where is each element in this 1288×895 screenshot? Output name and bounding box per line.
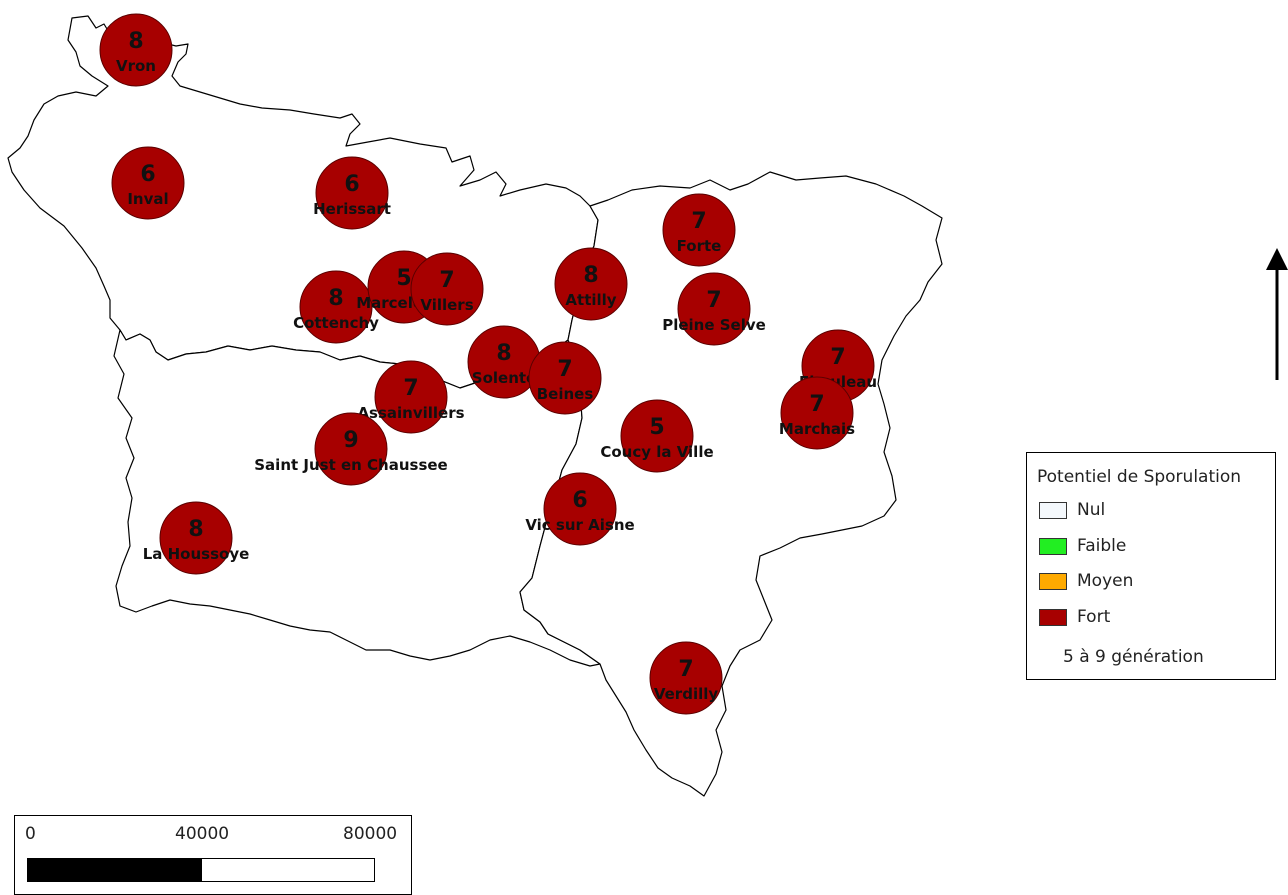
marker-value: 8 [583,263,598,288]
marker-label: Verdilly [654,685,719,703]
marker-value: 7 [557,357,572,382]
legend-item-nul: Nul [1039,499,1105,521]
legend-label: Moyen [1077,571,1134,591]
marker-label: Forte [677,237,722,255]
legend-note: 5 à 9 génération [1063,647,1204,667]
marker-value: 8 [188,517,203,542]
marker-value: 8 [128,29,143,54]
legend-label: Nul [1077,500,1106,520]
marker-label: Beines [537,385,594,403]
marker-label: Villers [420,296,473,314]
marker-circle [314,412,388,486]
marker-circle [662,193,736,267]
marker-circle [649,641,723,715]
marker-circle [543,472,617,546]
marker-value: 8 [328,286,343,311]
marker-label: Saint Just en Chaussee [254,456,447,474]
marker-label: Marchais [779,420,855,438]
marker-circle [111,146,185,220]
marker-label: Herissart [313,200,391,218]
scale-segment-black [27,858,201,882]
north-arrow-icon [1266,248,1288,380]
scale-label-0: 0 [25,824,36,844]
marker-label: La Houssoye [143,545,250,563]
legend-swatch-nul [1039,501,1067,519]
marker-value: 7 [691,209,706,234]
marker-la-houssoye: 8 La Houssoye [143,501,250,575]
marker-circle [780,376,854,450]
scale-segment-white [201,858,375,882]
marker-label: Solente [472,369,536,387]
legend-item-moyen: Moyen [1039,570,1133,592]
marker-label: Coucy la Ville [600,443,713,461]
marker-value: 5 [649,415,664,440]
marker-circle [299,270,373,344]
marker-label: Attilly [565,291,616,309]
marker-circle [374,360,448,434]
marker-circle [315,156,389,230]
legend-swatch-fort [1039,608,1067,626]
marker-value: 7 [809,392,824,417]
marker-circle [677,272,751,346]
scale-label-40000: 40000 [175,824,230,844]
legend: Potentiel de Sporulation Nul Faible Moye… [1026,452,1276,680]
scale-bar: 0 40000 80000 [14,815,412,895]
legend-item-fort: Fort [1039,606,1110,628]
marker-label: Vic sur Aisne [525,516,634,534]
legend-title: Potentiel de Sporulation [1037,467,1242,487]
marker-value: 6 [572,488,587,513]
marker-value: 7 [830,345,845,370]
marker-circle [620,399,694,473]
marker-value: 8 [496,341,511,366]
marker-circle [410,252,484,326]
marker-value: 7 [403,376,418,401]
marker-label: Vron [116,57,156,75]
legend-swatch-moyen [1039,572,1067,590]
marker-value: 7 [439,268,454,293]
legend-item-faible: Faible [1039,535,1126,557]
scale-label-80000: 80000 [343,824,398,844]
marker-label: Assainvillers [357,404,464,422]
marker-label: Pleine Selve [662,316,766,334]
marker-value: 6 [140,162,155,187]
marker-circle [528,341,602,415]
legend-label: Fort [1077,607,1111,627]
marker-circle [99,13,173,87]
marker-value: 5 [396,266,411,291]
marker-circle [554,247,628,321]
marker-value: 7 [706,288,721,313]
marker-value: 7 [678,657,693,682]
legend-swatch-faible [1039,537,1067,555]
marker-label: Cottenchy [293,314,379,332]
marker-label: Inval [127,190,168,208]
marker-value: 6 [344,172,359,197]
marker-circle [159,501,233,575]
legend-label: Faible [1077,536,1127,556]
marker-value: 9 [343,428,358,453]
